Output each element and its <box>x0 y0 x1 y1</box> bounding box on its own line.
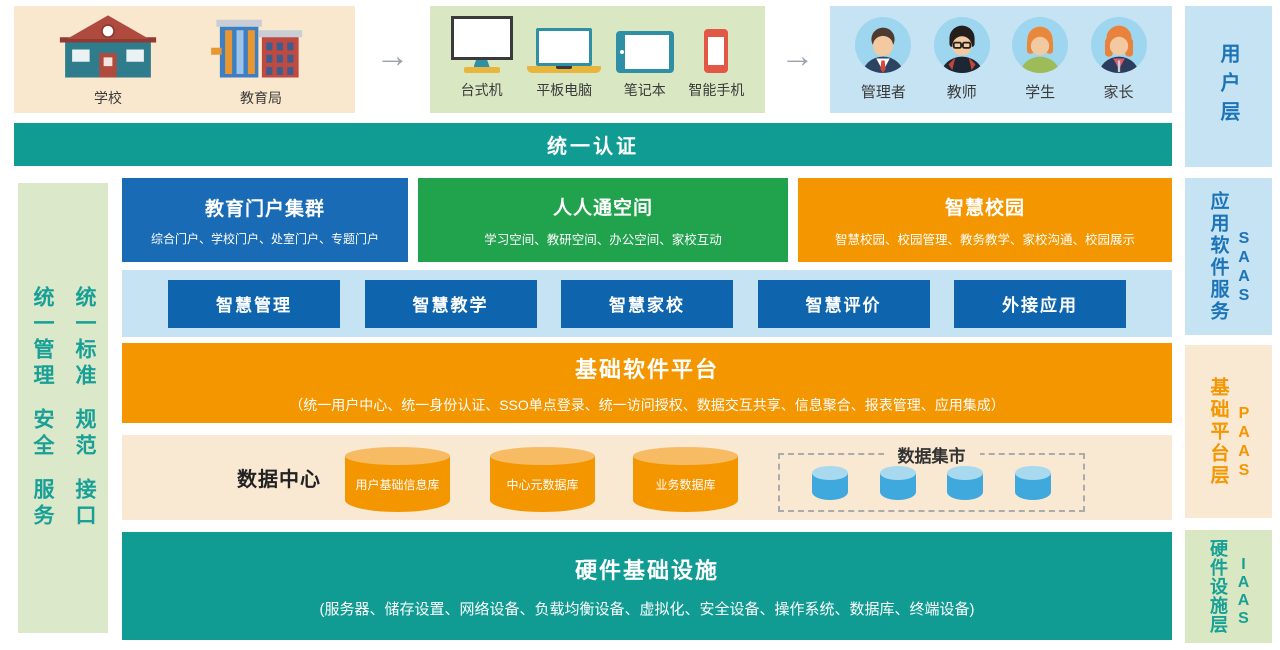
device-notebook-label: 笔记本 <box>623 82 666 98</box>
application-row: 教育门户集群 综合门户、学校门户、处室门户、专题门户 人人通空间 学习空间、教研… <box>122 178 1172 262</box>
software-platform-subtitle: （统一用户中心、统一身份认证、SSO单点登录、统一访问授权、数据交互共享、信息聚… <box>289 396 1005 413</box>
right-arrow-icon: → <box>780 37 815 75</box>
user-admin: 管理者 <box>854 16 912 102</box>
database-cylinder-icon: 中心元数据库 <box>490 447 595 512</box>
layer-iaas: 硬件设施层 IAAS <box>1185 530 1272 643</box>
device-smartphone: 智能手机 <box>688 15 744 100</box>
rail-label: 接口 <box>73 478 96 530</box>
admin-avatar <box>855 16 912 73</box>
layer-saas: 应用软件服务 SAAS <box>1185 178 1272 335</box>
renrentong-space-title: 人人通空间 <box>552 197 653 219</box>
layer-user-label: 用户层 <box>1217 43 1239 130</box>
device-tablet-pc-label: 平板电脑 <box>536 82 593 98</box>
rail-label: 安全 <box>31 408 54 460</box>
org-bureau-label: 教育局 <box>240 90 282 106</box>
device-smartphone-label: 智能手机 <box>688 82 745 98</box>
smartphone-icon <box>704 15 729 73</box>
user-student: 学生 <box>1011 16 1069 102</box>
external-apps-button: 外接应用 <box>954 279 1126 328</box>
smart-management-button: 智慧管理 <box>168 279 340 328</box>
data-mart-cylinder-icon <box>1015 466 1052 500</box>
database-cylinder-icon: 业务数据库 <box>633 447 738 512</box>
hardware-title: 硬件基础设施 <box>574 558 719 583</box>
layer-iaas-en: IAAS <box>1235 555 1252 628</box>
device-notebook: 笔记本 <box>615 15 674 100</box>
database-cylinder-icon: 用户基础信息库 <box>345 447 450 512</box>
teacher-avatar <box>933 16 990 73</box>
data-mart-label: 数据集市 <box>883 442 980 467</box>
renrentong-space-box: 人人通空间 学习空间、教研空间、办公空间、家校互动 <box>418 178 788 262</box>
data-mart-group: 数据集市 <box>778 442 1085 512</box>
user-parent-label: 家长 <box>1103 83 1134 101</box>
smart-campus-box: 智慧校园 智慧校园、校园管理、教务教学、家校沟通、校园展示 <box>798 178 1172 262</box>
layer-paas: 基础平台层 PAAS <box>1185 345 1272 518</box>
layer-saas-label: 应用软件服务 <box>1207 190 1229 323</box>
laptop-icon <box>527 15 602 73</box>
smart-campus-title: 智慧校园 <box>944 197 1025 219</box>
software-platform-bar: 基础软件平台 （统一用户中心、统一身份认证、SSO单点登录、统一访问授权、数据交… <box>122 343 1172 423</box>
data-center-row: 数据中心 用户基础信息库 中心元数据库 业务数据库 数据集市 <box>122 435 1172 520</box>
smart-home-school-button: 智慧家校 <box>561 279 733 328</box>
smart-modules-strip: 智慧管理 智慧教学 智慧家校 智慧评价 外接应用 <box>122 270 1172 337</box>
portal-cluster-subtitle: 综合门户、学校门户、处室门户、专题门户 <box>150 231 379 246</box>
central-meta-db-label: 中心元数据库 <box>506 478 579 492</box>
right-arrow-icon: → <box>375 37 410 75</box>
layer-paas-en: PAAS <box>1235 404 1253 481</box>
portal-cluster-box: 教育门户集群 综合门户、学校门户、处室门户、专题门户 <box>122 178 408 262</box>
rail-management-column: 统一管理 安全 服务 <box>27 286 57 530</box>
rail-label: 服务 <box>31 478 54 530</box>
rail-label: 统一标准 <box>73 286 96 390</box>
device-tablet-pc: 平板电脑 <box>527 15 602 100</box>
portal-cluster-title: 教育门户集群 <box>204 198 325 220</box>
smart-evaluation-button: 智慧评价 <box>757 279 930 328</box>
tablet-icon <box>615 15 674 73</box>
devices-panel: 台式机 平板电脑 笔记本 智能手机 <box>430 6 765 113</box>
org-bureau: 教育局 <box>202 11 320 108</box>
unified-auth-label: 统一认证 <box>547 136 639 158</box>
org-school: 学校 <box>49 11 167 108</box>
layer-saas-en: SAAS <box>1235 229 1253 306</box>
device-desktop: 台式机 <box>450 15 513 100</box>
user-base-db-label: 用户基础信息库 <box>355 478 440 492</box>
bureau-building-icon <box>211 19 303 78</box>
left-rail: 统一管理 安全 服务 统一标准 规范 接口 <box>18 183 108 633</box>
data-mart-cylinder-icon <box>879 466 916 500</box>
org-school-label: 学校 <box>94 90 122 106</box>
rail-label: 统一管理 <box>31 286 54 390</box>
data-mart-cylinder-icon <box>811 466 848 500</box>
layer-iaas-label: 硬件设施层 <box>1208 539 1228 634</box>
parent-avatar <box>1090 16 1147 73</box>
layer-paas-label: 基础平台层 <box>1207 376 1229 487</box>
hardware-subtitle: (服务器、储存设置、网络设备、负载均衡设备、虚拟化、安全设备、操作系统、数据库、… <box>319 601 975 618</box>
unified-auth-bar: 统一认证 <box>14 123 1172 166</box>
rail-standard-column: 统一标准 规范 接口 <box>69 286 99 530</box>
business-db-label: 业务数据库 <box>655 478 716 492</box>
data-mart-cylinder-icon <box>947 466 984 500</box>
student-avatar <box>1012 16 1069 73</box>
software-platform-title: 基础软件平台 <box>574 356 719 382</box>
rail-label: 规范 <box>73 408 96 460</box>
user-teacher: 教师 <box>933 16 991 102</box>
data-center-label: 数据中心 <box>237 469 321 491</box>
school-building-icon <box>59 15 157 78</box>
user-student-label: 学生 <box>1025 83 1056 101</box>
user-admin-label: 管理者 <box>860 83 906 101</box>
hardware-infrastructure-bar: 硬件基础设施 (服务器、储存设置、网络设备、负载均衡设备、虚拟化、安全设备、操作… <box>122 532 1172 640</box>
renrentong-space-subtitle: 学习空间、教研空间、办公空间、家校互动 <box>484 232 722 247</box>
layer-user: 用户层 <box>1185 6 1272 167</box>
desktop-icon <box>450 15 513 73</box>
smart-campus-subtitle: 智慧校园、校园管理、教务教学、家校沟通、校园展示 <box>834 232 1135 247</box>
device-desktop-label: 台式机 <box>460 82 503 98</box>
user-teacher-label: 教师 <box>946 83 977 101</box>
user-parent: 家长 <box>1090 16 1148 102</box>
organizations-panel: 学校 教育局 <box>14 6 355 113</box>
smart-teaching-button: 智慧教学 <box>364 279 537 328</box>
users-panel: 管理者 教师 <box>830 6 1172 113</box>
